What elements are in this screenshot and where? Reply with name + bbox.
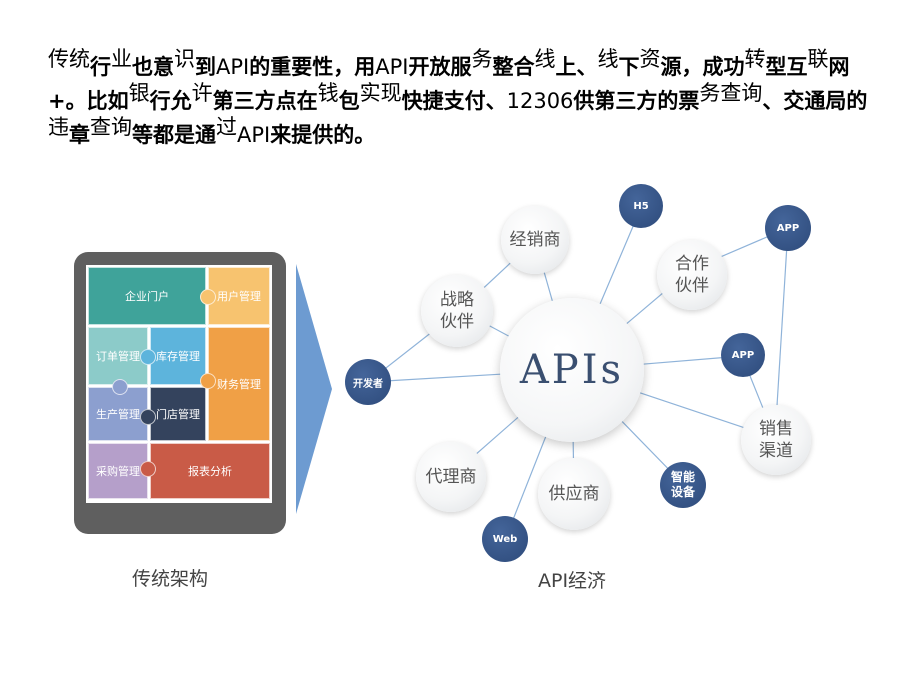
puzzle-knob [112,379,128,395]
node-sales-channel: 销售渠道 [741,405,811,475]
tile-order: 订单管理 [88,327,148,385]
node-app-top: APP [765,205,811,251]
tile-store: 门店管理 [150,387,206,441]
node-agent-label: 代理商 [425,467,477,487]
tile-production: 生产管理 [88,387,148,441]
node-smart-device: 智能设备 [660,462,706,508]
tile-production-label: 生产管理 [96,408,140,421]
tile-portal: 企业门户 [88,267,206,325]
intro-paragraph: 传统行业也意识到API的重要性，用API开放服务整合线上、线下资源，成功转型互联… [48,47,868,147]
tile-inventory-label: 库存管理 [156,350,200,363]
tile-order-label: 订单管理 [96,350,140,363]
tile-report: 报表分析 [150,443,270,499]
puzzle-knob [140,349,156,365]
tile-finance: 财务管理 [208,327,270,441]
node-sales-channel-label: 销售渠道 [759,419,793,461]
node-supplier-label: 供应商 [548,484,600,504]
tile-portal-label: 企业门户 [125,290,169,303]
tile-report-label: 报表分析 [188,465,232,478]
puzzle-knob [200,289,216,305]
node-strategic-partner: 战略伙伴 [421,275,493,347]
api-economy-caption: API经济 [538,570,607,592]
tile-purchase: 采购管理 [88,443,148,499]
node-supplier: 供应商 [538,458,610,530]
node-distributor-label: 经销商 [509,230,561,250]
node-app-mid-label: APP [731,349,755,361]
traditional-caption: 传统架构 [132,568,209,590]
puzzle-knob [140,409,156,425]
tablet-screen: 企业门户 用户管理 订单管理 库存管理 财务管理 生产管理 门店管理 采购管理 … [86,265,272,503]
node-developer: 开发者 [345,359,391,405]
node-app-mid: APP [721,333,765,377]
transition-arrow [296,264,332,514]
node-strategic-partner-label: 战略伙伴 [440,290,474,332]
tile-inventory: 库存管理 [150,327,206,385]
node-partner-cooperate: 合作伙伴 [657,240,727,310]
puzzle-knob [140,461,156,477]
node-h5-label: H5 [633,200,649,212]
node-agent: 代理商 [416,442,486,512]
tile-store-label: 门店管理 [156,408,200,421]
node-h5: H5 [619,184,663,228]
puzzle-knob [200,373,216,389]
apis-hub-label: APIs [519,347,625,393]
node-web-label: Web [492,533,518,545]
node-developer-label: 开发者 [353,378,383,390]
node-partner-cooperate-label: 合作伙伴 [675,254,709,296]
node-smart-device-label: 智能设备 [670,470,695,499]
tile-finance-label: 财务管理 [217,378,261,391]
node-web: Web [482,516,528,562]
node-distributor: 经销商 [501,206,569,274]
tile-user: 用户管理 [208,267,270,325]
tile-purchase-label: 采购管理 [96,465,140,478]
apis-hub-node: APIs [500,298,644,442]
tile-user-label: 用户管理 [217,290,261,303]
node-app-top-label: APP [776,222,800,234]
